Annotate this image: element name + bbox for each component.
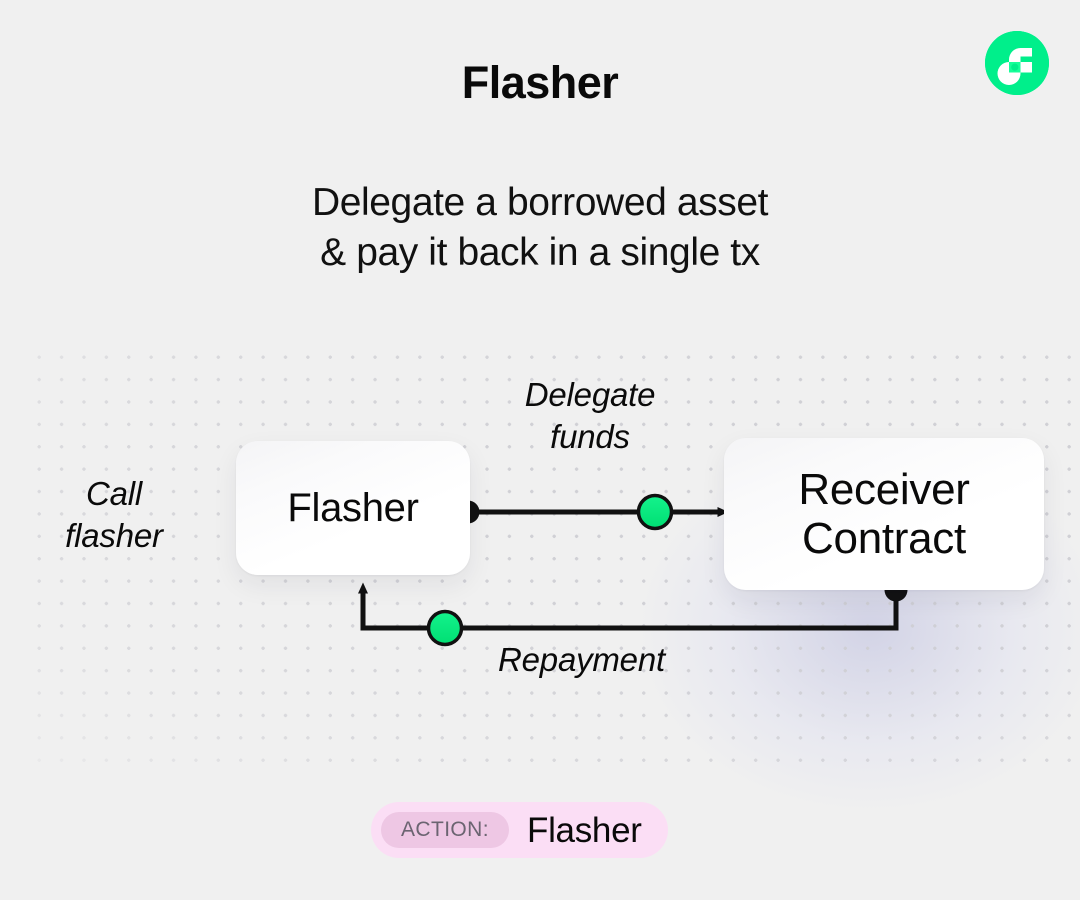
page-subtitle-line-2: & pay it back in a single tx (320, 230, 760, 274)
node-receiver-contract[interactable]: Receiver Contract (724, 438, 1044, 590)
node-receiver-label-line-1: Receiver (798, 464, 970, 514)
action-badge-value: Flasher (526, 810, 642, 850)
label-delegate-funds-line-2: funds (550, 417, 630, 455)
action-badge: ACTION: Flasher (371, 802, 668, 858)
label-delegate-funds-line-1: Delegate (524, 376, 656, 413)
page-subtitle-line-1: Delegate a borrowed asset (311, 181, 769, 224)
page-subtitle: Delegate a borrowed asset & pay it back … (0, 178, 1080, 277)
node-receiver-label-line-2: Contract (802, 514, 966, 563)
label-call-flasher-line-2: flasher (65, 516, 163, 554)
label-repayment-text: Repayment (498, 641, 665, 678)
flow-logo-icon (985, 31, 1049, 95)
node-flasher-label: Flasher (287, 485, 419, 530)
label-call-flasher-line-1: Call (85, 475, 143, 512)
label-delegate-funds: Delegate funds (455, 374, 725, 457)
node-flasher[interactable]: Flasher (236, 441, 470, 575)
label-call-flasher: Call flasher (10, 473, 218, 556)
label-repayment: Repayment (498, 639, 778, 681)
action-badge-tag: ACTION: (381, 812, 509, 848)
page-title: Flasher (461, 57, 619, 108)
